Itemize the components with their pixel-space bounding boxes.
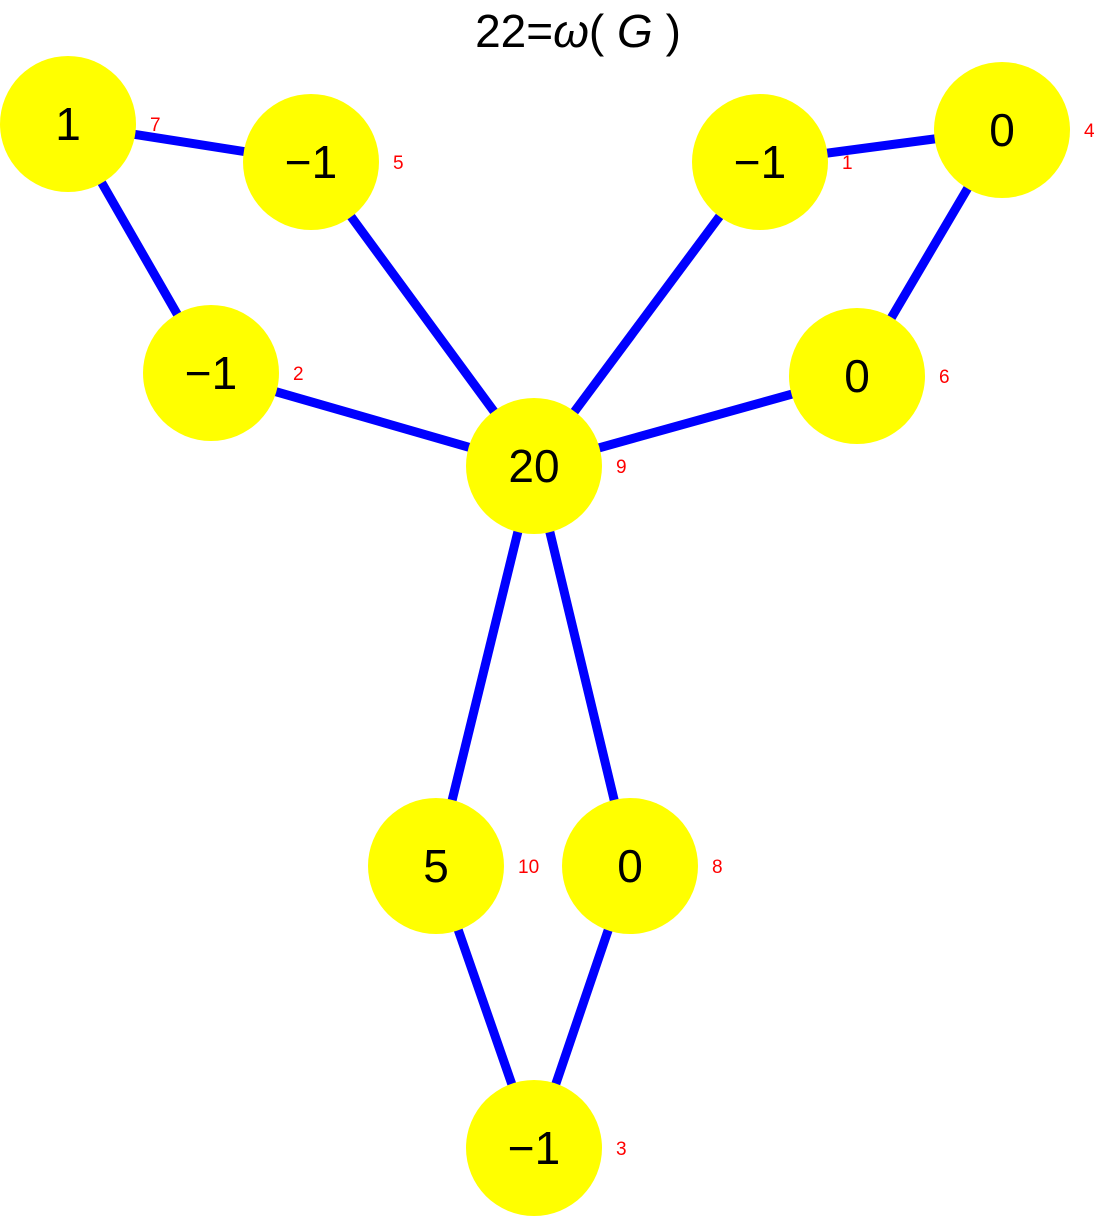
node-circle bbox=[789, 308, 925, 444]
node-circle bbox=[692, 94, 828, 230]
node-circle bbox=[466, 398, 602, 534]
node-value-label: −1 bbox=[185, 347, 237, 399]
node-value-label: 20 bbox=[508, 440, 559, 492]
edges-layer bbox=[64, 119, 1006, 1150]
node-circle bbox=[368, 798, 504, 934]
node-index-label: 5 bbox=[393, 153, 404, 174]
node-5: −1 5 bbox=[243, 94, 404, 230]
node-circle bbox=[0, 56, 136, 192]
node-index-label: 2 bbox=[293, 364, 304, 385]
title-variable: G bbox=[617, 5, 653, 57]
node-circle bbox=[562, 798, 698, 934]
edge-9-10 bbox=[431, 464, 539, 868]
node-10: 5 10 bbox=[368, 798, 539, 934]
title-omega: ω bbox=[553, 5, 589, 57]
node-index-label: 7 bbox=[150, 115, 161, 136]
node-value-label: −1 bbox=[734, 136, 786, 188]
node-2: −1 2 bbox=[143, 305, 304, 441]
node-index-label: 3 bbox=[616, 1139, 627, 1160]
node-circle bbox=[466, 1080, 602, 1216]
node-index-label: 1 bbox=[842, 153, 853, 174]
node-value-label: 0 bbox=[617, 840, 643, 892]
node-circle bbox=[243, 94, 379, 230]
node-index-label: 6 bbox=[939, 367, 950, 388]
node-value-label: 1 bbox=[55, 98, 81, 150]
node-value-label: −1 bbox=[508, 1122, 560, 1174]
node-1: −1 1 bbox=[692, 94, 853, 230]
graph-title: 22=ω( G ) bbox=[475, 5, 681, 57]
node-value-label: 0 bbox=[844, 350, 870, 402]
title-prefix: 22= bbox=[475, 5, 553, 57]
node-value-label: 5 bbox=[423, 840, 449, 892]
node-9: 20 9 bbox=[466, 398, 627, 534]
edge-9-8 bbox=[529, 464, 635, 868]
node-index-label: 4 bbox=[1084, 121, 1095, 142]
node-3: −1 3 bbox=[466, 1080, 627, 1216]
node-index-label: 9 bbox=[616, 457, 627, 478]
title-close-paren: ) bbox=[653, 5, 681, 57]
node-index-label: 8 bbox=[712, 857, 723, 878]
node-circle bbox=[934, 62, 1070, 198]
node-index-label: 10 bbox=[518, 857, 539, 878]
node-circle bbox=[143, 305, 279, 441]
node-value-label: 0 bbox=[989, 104, 1015, 156]
node-value-label: −1 bbox=[285, 136, 337, 188]
title-open-paren: ( bbox=[589, 5, 617, 57]
